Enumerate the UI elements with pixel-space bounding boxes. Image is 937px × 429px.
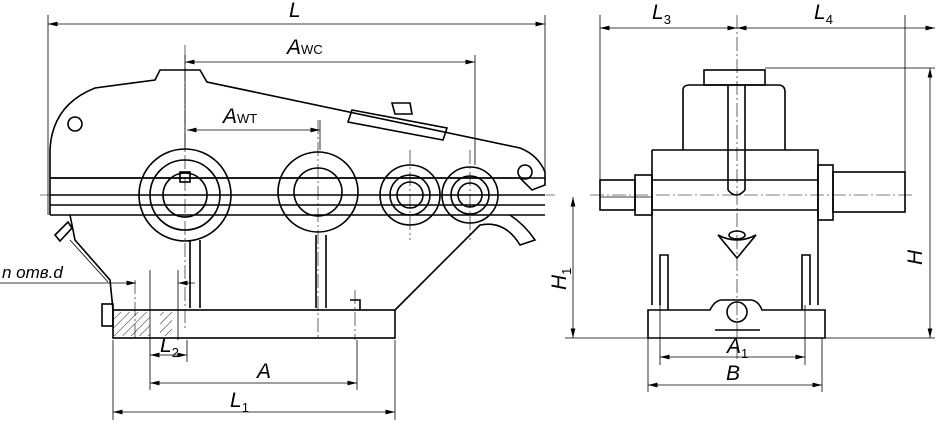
side-base bbox=[647, 299, 826, 339]
label-L3: L3 bbox=[652, 1, 671, 27]
label-L4: L4 bbox=[814, 1, 833, 27]
output-shaft-collar bbox=[817, 164, 834, 221]
oil-gauge bbox=[717, 234, 757, 260]
inspection-cover bbox=[346, 102, 449, 141]
label-L: L bbox=[289, 0, 301, 22]
lifting-eye bbox=[67, 116, 83, 132]
label-L2: L2 bbox=[160, 334, 179, 360]
label-A: A bbox=[255, 360, 271, 383]
ribs bbox=[189, 235, 361, 310]
label-B: B bbox=[726, 362, 740, 385]
label-Awt: AWT bbox=[221, 105, 257, 128]
lifting-eye bbox=[517, 164, 533, 180]
label-H1: H1 bbox=[548, 268, 574, 290]
label-H: H bbox=[904, 249, 927, 265]
side-housing bbox=[651, 84, 819, 310]
label-Awc: AWC bbox=[285, 36, 323, 59]
label-A1: A1 bbox=[725, 335, 748, 361]
front-view: L AWC AWT n отв.d L2 A L1 bbox=[0, 0, 555, 420]
base-foot bbox=[112, 309, 396, 339]
hatched-section bbox=[113, 312, 150, 336]
top-cap bbox=[703, 69, 766, 86]
label-L1: L1 bbox=[230, 389, 249, 415]
output-shaft bbox=[832, 171, 906, 213]
holes-note: n отв.d bbox=[2, 263, 63, 282]
bolt-head bbox=[101, 303, 114, 327]
upper-housing bbox=[49, 69, 546, 215]
side-view: L3 L4 H H1 A1 B bbox=[548, 1, 935, 392]
side-flange bbox=[652, 179, 818, 211]
center-rib bbox=[727, 85, 746, 196]
split-flange bbox=[50, 177, 545, 216]
oil-plug bbox=[53, 220, 74, 243]
